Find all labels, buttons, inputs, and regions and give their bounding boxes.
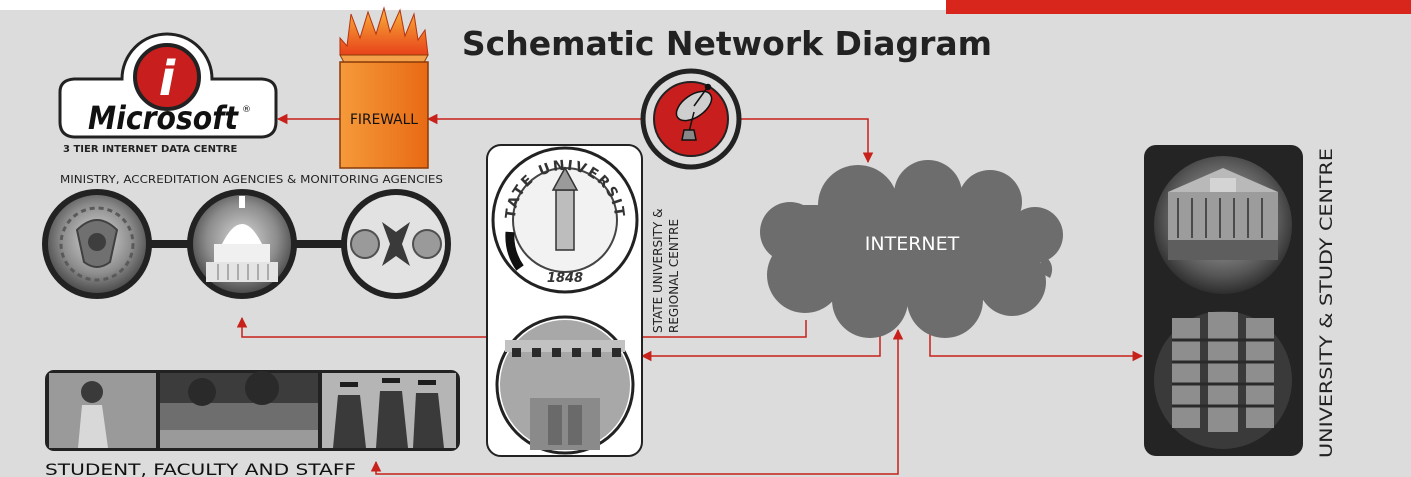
info-icon-glyph: i [159, 51, 176, 107]
microsoft-data-centre: i Microsoft ® 3 TIER INTERNET DATA CENTR… [58, 32, 278, 155]
cloud-shape [760, 160, 1063, 338]
state-university-label-line-1: STATE UNIVERSITY & [651, 209, 665, 333]
university-study-centre: UNIVERSITY & STUDY CENTRE [1144, 145, 1337, 458]
firewall: FIREWALL [339, 6, 429, 169]
campus-photo [160, 371, 318, 448]
student-label: STUDENT, FACULTY AND STAFF [45, 460, 356, 477]
satellite-dish-icon [675, 83, 713, 141]
data-centre-label: 3 TIER INTERNET DATA CENTRE [63, 144, 238, 155]
firewall-box [339, 61, 429, 169]
accent-bar [946, 0, 1411, 14]
internet-cloud: INTERNET [760, 160, 1063, 338]
registered-mark: ® [242, 105, 251, 115]
arrow-satellite-to-internet [740, 118, 874, 164]
ministry-emblem-photo [42, 189, 152, 299]
info-icon [133, 43, 201, 111]
firewall-label: FIREWALL [350, 112, 418, 128]
internet-label: INTERNET [865, 233, 960, 255]
student-photo [49, 373, 156, 448]
university-label: UNIVERSITY & STUDY CENTRE [1317, 148, 1337, 458]
ministry-label: MINISTRY, ACCREDITATION AGENCIES & MONIT… [60, 174, 443, 186]
arrow-internet-to-students [370, 328, 904, 475]
graduates-photo [322, 373, 456, 448]
seal-year: 1848 [547, 271, 583, 286]
library-photo [1154, 311, 1292, 449]
satellite-node [640, 68, 742, 170]
regional-centre-photo [495, 315, 635, 455]
state-university-label-line-2: REGIONAL CENTRE [667, 219, 681, 333]
student-faculty-staff: STUDENT, FACULTY AND STAFF [45, 370, 460, 477]
capitol-photo [187, 189, 297, 299]
monitoring-agency-photo [341, 189, 451, 299]
microsoft-wordmark: Microsoft [88, 99, 240, 137]
diagram-title: Schematic Network Diagram [462, 24, 992, 63]
fire-icon [339, 6, 429, 56]
agencies-chain [42, 189, 451, 299]
university-building-photo [1154, 156, 1292, 294]
